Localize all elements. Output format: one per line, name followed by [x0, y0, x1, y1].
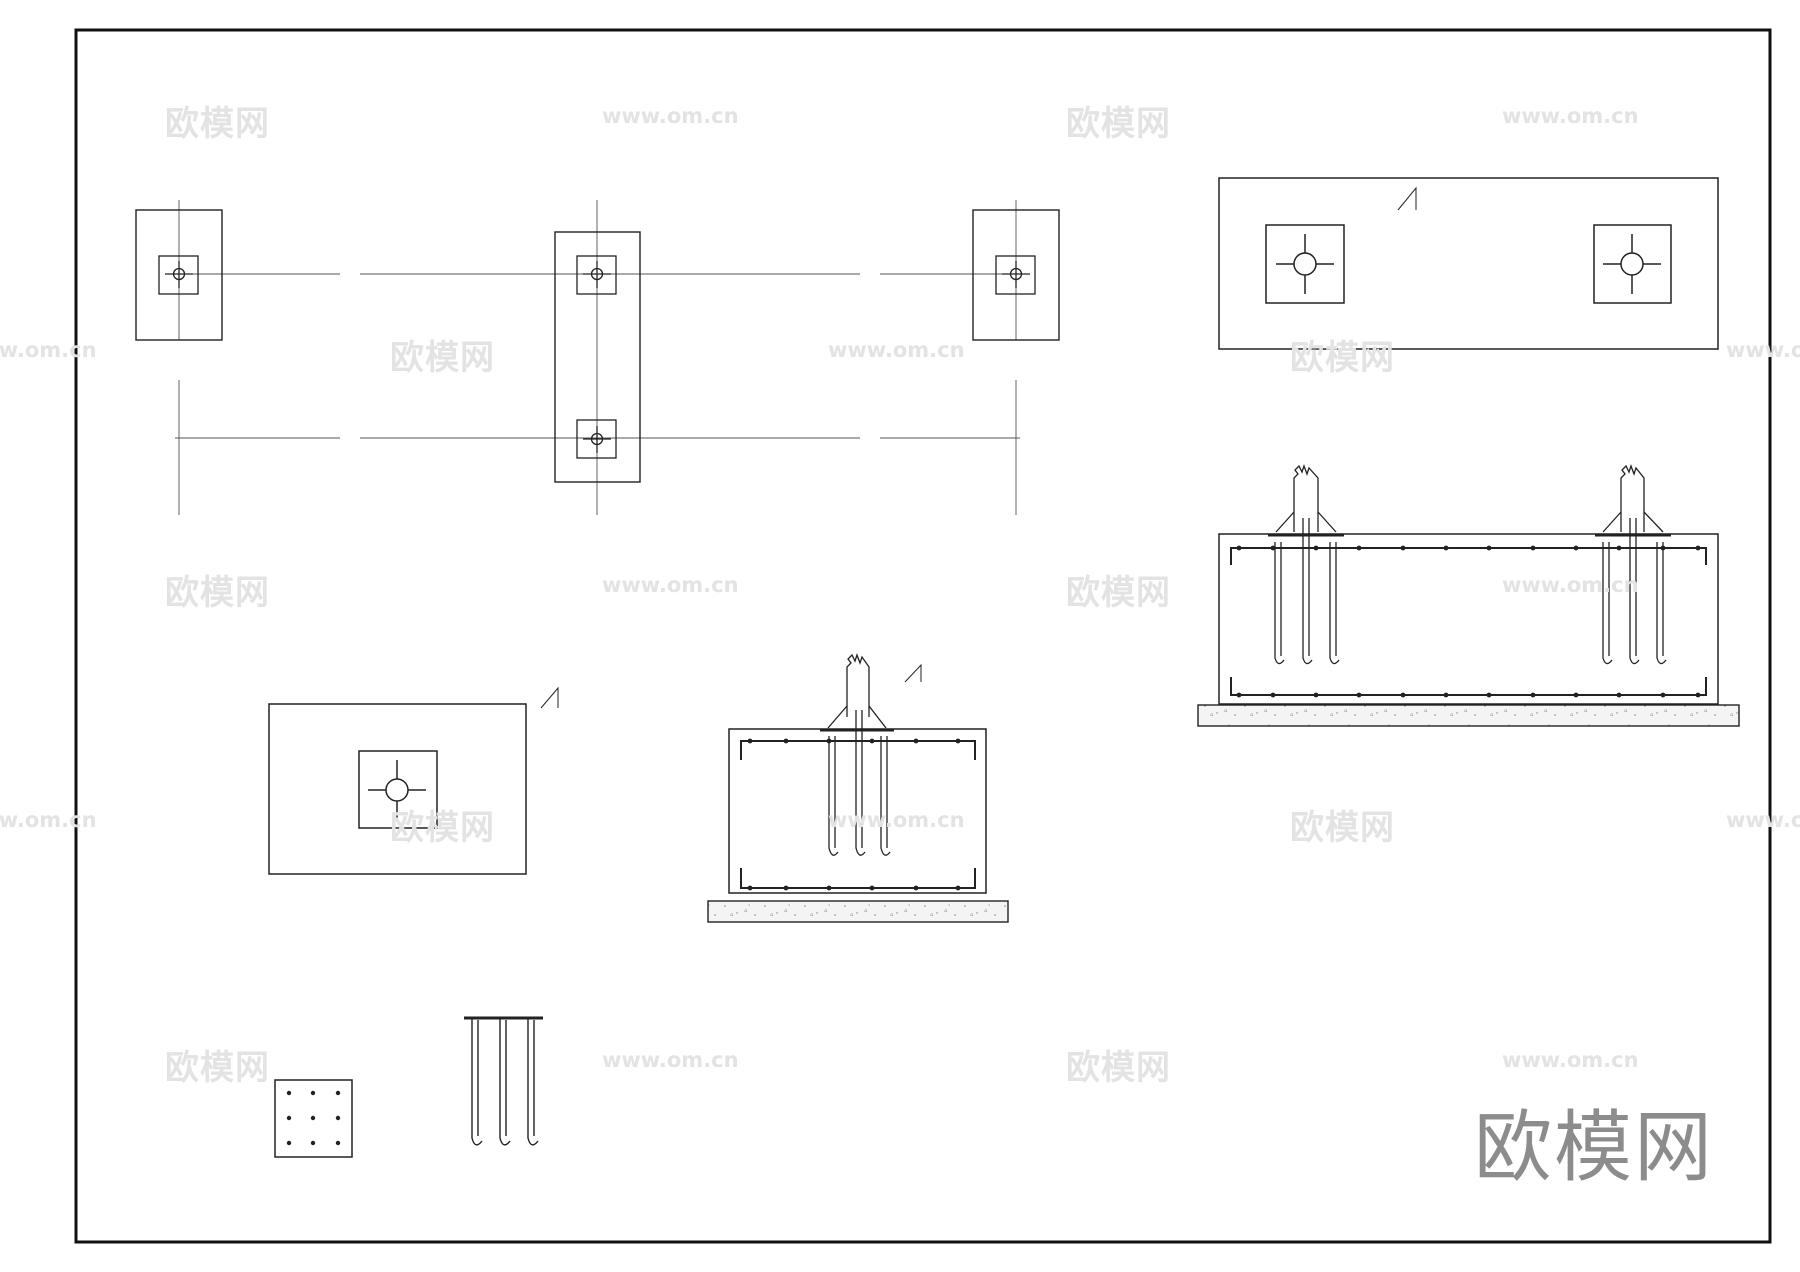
footing-middle [554, 231, 641, 483]
base-plate-detail [274, 1079, 353, 1158]
footing-right [972, 209, 1060, 341]
double-footing-plan [1218, 177, 1719, 350]
drawing-frame [74, 28, 1772, 1244]
brand-logo-text: 欧模网 [1474, 1103, 1715, 1193]
anchor-bolt-detail [464, 1016, 543, 1146]
single-footing-plan [268, 686, 559, 875]
footing-left [135, 209, 223, 341]
single-footing-section [707, 653, 1009, 923]
foundation-layout-plan [135, 200, 1060, 515]
double-footing-section [1197, 464, 1740, 727]
